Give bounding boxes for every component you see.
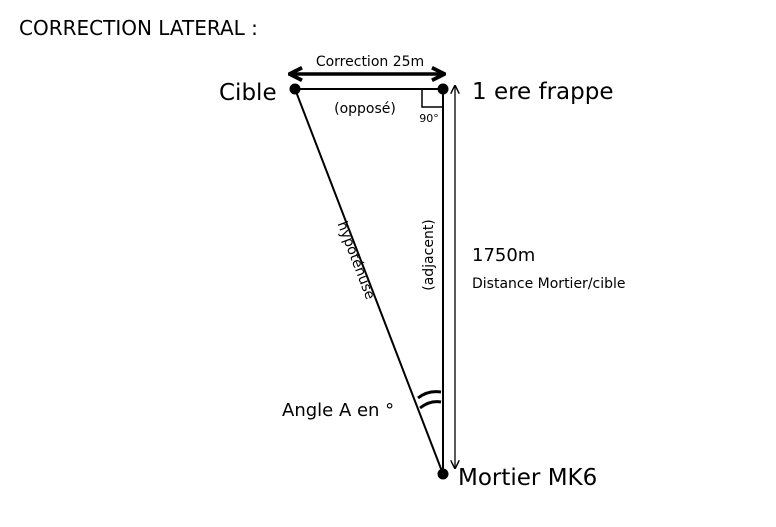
right-angle-label: 90° <box>419 112 439 125</box>
correction-label: Correction 25m <box>316 54 424 70</box>
distance-label: Distance Mortier/cible <box>472 276 626 292</box>
hypotenuse-side <box>294 88 444 475</box>
hypotenuse-label: hypoténuse <box>334 219 378 302</box>
angle-label: Angle A en ° <box>282 400 394 421</box>
cible-point <box>289 83 301 95</box>
mortar-label: Mortier MK6 <box>458 465 597 491</box>
mortar-point <box>437 468 449 480</box>
adjacent-label: (adjacent) <box>421 219 437 291</box>
right-angle-marker <box>421 89 443 108</box>
distance-value: 1750m <box>472 245 535 266</box>
opposite-label: (opposé) <box>334 101 396 117</box>
first-hit-label: 1 ere frappe <box>472 79 614 105</box>
cible-label: Cible <box>219 80 277 106</box>
angle-arc-outer <box>417 390 442 400</box>
angle-arc-inner <box>419 400 442 410</box>
diagram-title: CORRECTION LATERAL : <box>19 16 258 40</box>
first-hit-point <box>437 83 449 95</box>
